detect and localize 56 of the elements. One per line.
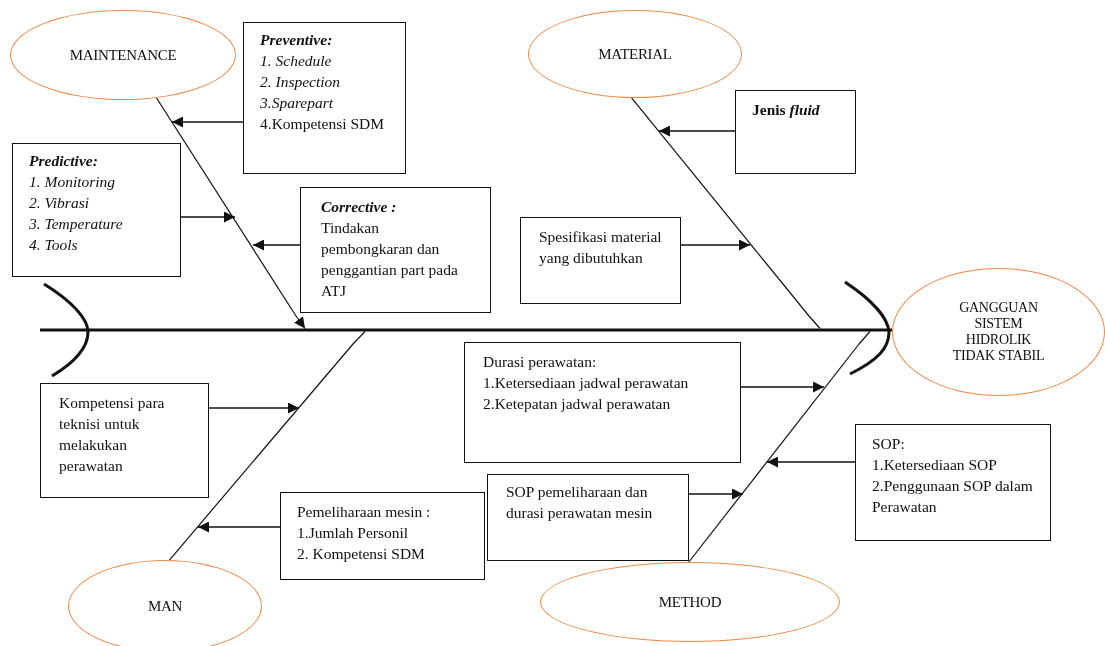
arrow xyxy=(208,402,300,414)
box-text: Spesifikasi material yang dibutuhkan xyxy=(539,227,662,268)
ellipse-label: MAINTENANCE xyxy=(68,47,178,63)
ellipse-label: GANGGUAN SISTEM HIDROLIK TIDAK STABIL xyxy=(951,300,1046,364)
list-item: 3. Temperature xyxy=(29,214,124,234)
list-item: 2.Ketepatan jadwal perawatan xyxy=(483,394,672,414)
list-item: 2. Inspection xyxy=(260,72,342,92)
bone-joint xyxy=(808,315,821,330)
list-item: 1. Monitoring xyxy=(29,172,117,192)
arrow xyxy=(658,125,736,137)
bone-joint xyxy=(352,330,366,345)
cause-box xyxy=(243,22,406,174)
cause-box xyxy=(40,383,209,498)
cause-box xyxy=(464,342,741,463)
list-item: Tindakan pembongkaran dan penggantian part pada ATJ xyxy=(321,218,459,301)
box-text: Jenis fluid xyxy=(752,100,821,120)
ellipse-label: MAN xyxy=(146,598,184,614)
cause-box xyxy=(487,474,689,561)
bone-joint xyxy=(858,330,871,345)
arrow xyxy=(180,211,236,223)
box-heading: SOP: xyxy=(872,434,906,454)
spine-line xyxy=(40,328,892,332)
list-item: 1.Ketersediaan jadwal perawatan xyxy=(483,373,690,393)
cause-box xyxy=(280,492,485,580)
box-heading: Durasi perawatan: xyxy=(483,352,598,372)
box-heading: Predictive: xyxy=(29,151,99,171)
box-heading: Preventive: xyxy=(260,30,334,50)
arrow xyxy=(197,521,281,533)
box-heading: Pemeliharaan mesin : xyxy=(297,502,432,522)
cause-box xyxy=(855,424,1051,541)
box-text: Kompetensi para teknisi untuk melakukan perawatan xyxy=(59,393,166,476)
box-text: SOP pemeliharaan dan durasi perawatan mesin xyxy=(506,482,654,523)
arrow xyxy=(688,488,744,500)
list-item: 2. Vibrasi xyxy=(29,193,90,213)
cause-box xyxy=(300,187,491,313)
list-item: 4.Kompetensi SDM xyxy=(260,114,385,134)
list-item: 2.Penggunaan SOP dalam Perawatan xyxy=(872,476,1034,517)
cause-box xyxy=(735,90,856,174)
cause-box xyxy=(520,217,681,304)
arrow xyxy=(766,456,856,468)
box-heading: Corrective : xyxy=(321,197,398,217)
list-item: 4. Tools xyxy=(29,235,79,255)
cause-box xyxy=(12,143,181,277)
arrow xyxy=(740,381,825,393)
ellipse-label: METHOD xyxy=(657,594,723,610)
arrow xyxy=(252,239,301,251)
bone-joint xyxy=(294,315,306,330)
list-item: 1.Ketersediaan SOP xyxy=(872,455,998,475)
arrow xyxy=(680,239,751,251)
list-item: 1. Schedule xyxy=(260,51,333,71)
arrow xyxy=(171,116,244,128)
ellipse-label: MATERIAL xyxy=(597,46,673,62)
fish-bone xyxy=(688,343,860,563)
list-item: 2. Kompetensi SDM xyxy=(297,544,426,564)
list-item: 3.Sparepart xyxy=(260,93,335,113)
list-item: 1.Jumlah Personil xyxy=(297,523,410,543)
